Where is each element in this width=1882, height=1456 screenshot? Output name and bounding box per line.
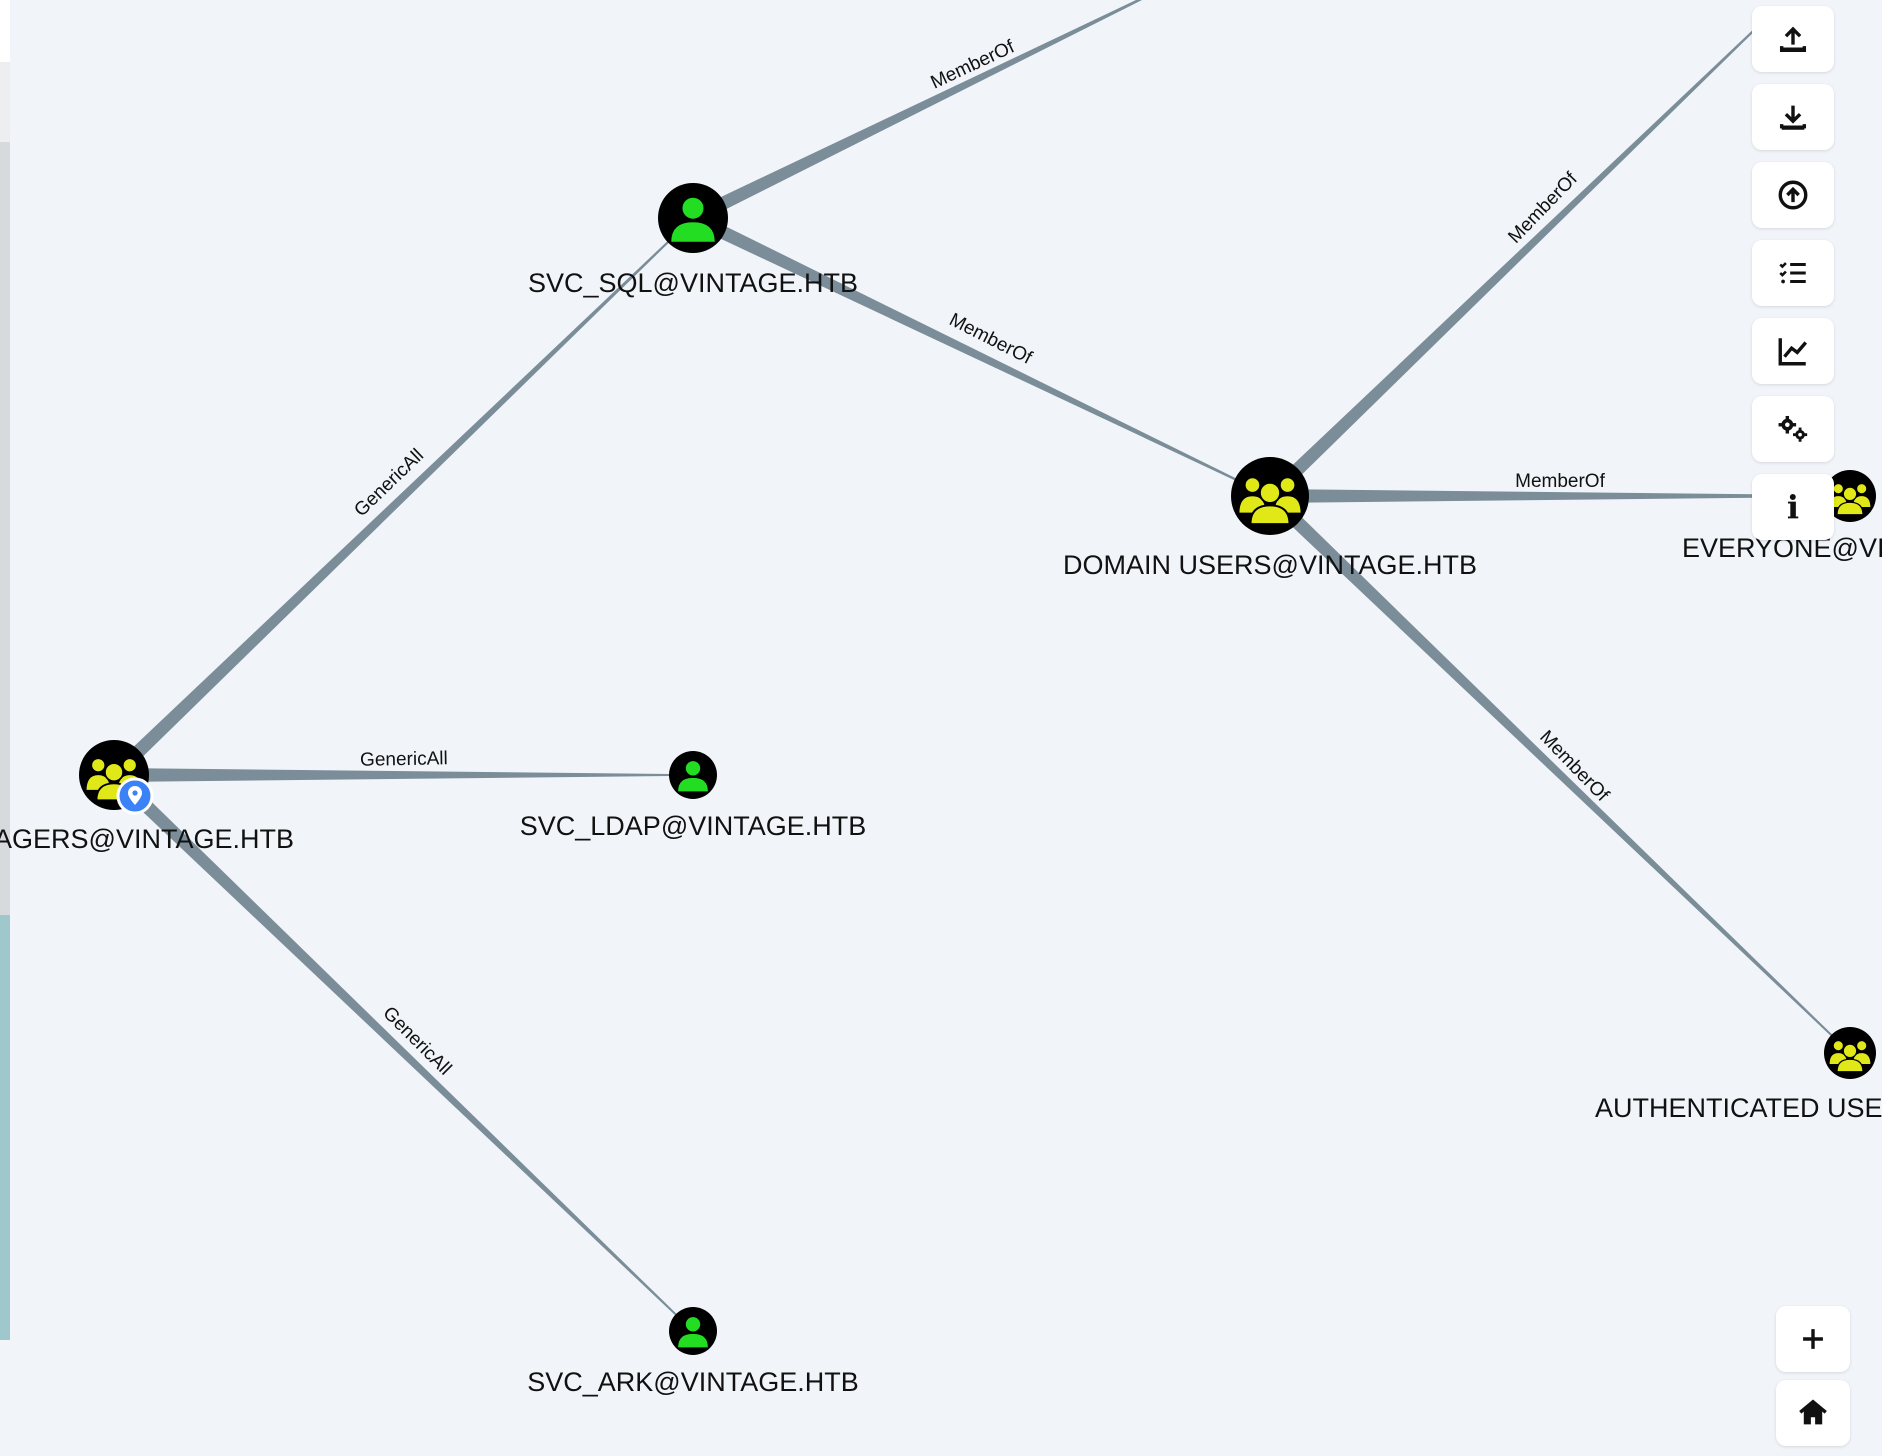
user-icon	[658, 183, 728, 253]
upload-icon	[1779, 26, 1807, 53]
group-icon	[1824, 470, 1876, 522]
node-label: AUTHENTICATED USEF	[1595, 1093, 1882, 1123]
node-label: DOMAIN USERS@VINTAGE.HTB	[1063, 550, 1477, 580]
edge-domain_users-authenticated_users[interactable]	[1265, 490, 1851, 1054]
edge-label-managers-svc_ldap: GenericAll	[360, 748, 448, 771]
edge-managers-svc_sql[interactable]	[109, 217, 694, 781]
node-domain-users[interactable]: DOMAIN USERS@VINTAGE.HTB	[1063, 457, 1477, 580]
left-panel-top	[0, 0, 10, 62]
home-button[interactable]	[1776, 1380, 1850, 1446]
user-icon	[669, 1307, 717, 1355]
group-icon	[79, 740, 154, 815]
line-chart-icon	[1778, 338, 1808, 366]
info-button[interactable]: i	[1752, 474, 1834, 540]
edge-domain_users-users[interactable]	[1265, 9, 1776, 502]
edge-label-domain_users-everyone: MemberOf	[1515, 471, 1605, 492]
node-label: SVC_ARK@VINTAGE.HTB	[527, 1367, 858, 1397]
home-icon	[1799, 1399, 1827, 1425]
nodes-layer: SVC_SQL@VINTAGE.HTB DOMAIN USERS@VINTAGE.…	[0, 183, 1882, 1397]
gears-icon	[1778, 415, 1808, 442]
edge-svc_sql-service_accounts[interactable]	[689, 0, 1180, 225]
node-label: MANAGERS@VINTAGE.HTB	[0, 824, 294, 854]
node-managers[interactable]: MANAGERS@VINTAGE.HTB	[0, 740, 294, 854]
node-label: SVC_LDAP@VINTAGE.HTB	[520, 811, 867, 841]
node-label: SVC_SQL@VINTAGE.HTB	[528, 268, 858, 298]
info-icon: i	[1786, 488, 1800, 526]
node-everyone[interactable]: EVERYONE@VIN	[1682, 470, 1882, 563]
edge-svc_sql-domain_users[interactable]	[689, 211, 1271, 497]
node-svc-sql[interactable]: SVC_SQL@VINTAGE.HTB	[528, 183, 858, 298]
group-icon	[1824, 1027, 1876, 1079]
left-panel-edge	[0, 0, 10, 1340]
import-button[interactable]	[1752, 162, 1834, 228]
node-svc-ark[interactable]: SVC_ARK@VINTAGE.HTB	[527, 1307, 859, 1397]
stats-button[interactable]	[1752, 318, 1834, 384]
node-authenticated-users[interactable]: AUTHENTICATED USEF	[1595, 1027, 1882, 1123]
upload-button[interactable]	[1752, 6, 1834, 72]
zoom-in-button[interactable]	[1776, 1306, 1850, 1372]
user-icon	[669, 751, 717, 799]
group-icon	[1231, 457, 1309, 535]
plus-icon	[1803, 1329, 1823, 1349]
download-icon	[1779, 105, 1807, 130]
node-svc-ldap[interactable]: SVC_LDAP@VINTAGE.HTB	[520, 751, 867, 841]
location-pin-icon	[116, 777, 154, 815]
edges-layer	[109, 0, 1851, 1332]
edge-domain_users-everyone[interactable]	[1270, 489, 1850, 503]
queries-button[interactable]	[1752, 240, 1834, 306]
edge-managers-svc_ldap[interactable]	[114, 768, 693, 782]
left-panel-tab	[0, 62, 10, 142]
arrow-up-circle-icon	[1778, 180, 1808, 210]
checklist-icon	[1779, 262, 1806, 284]
edge-managers-svc_ark[interactable]	[109, 769, 694, 1332]
settings-button[interactable]	[1752, 396, 1834, 462]
download-button[interactable]	[1752, 84, 1834, 150]
left-panel-highlight	[0, 915, 10, 1340]
